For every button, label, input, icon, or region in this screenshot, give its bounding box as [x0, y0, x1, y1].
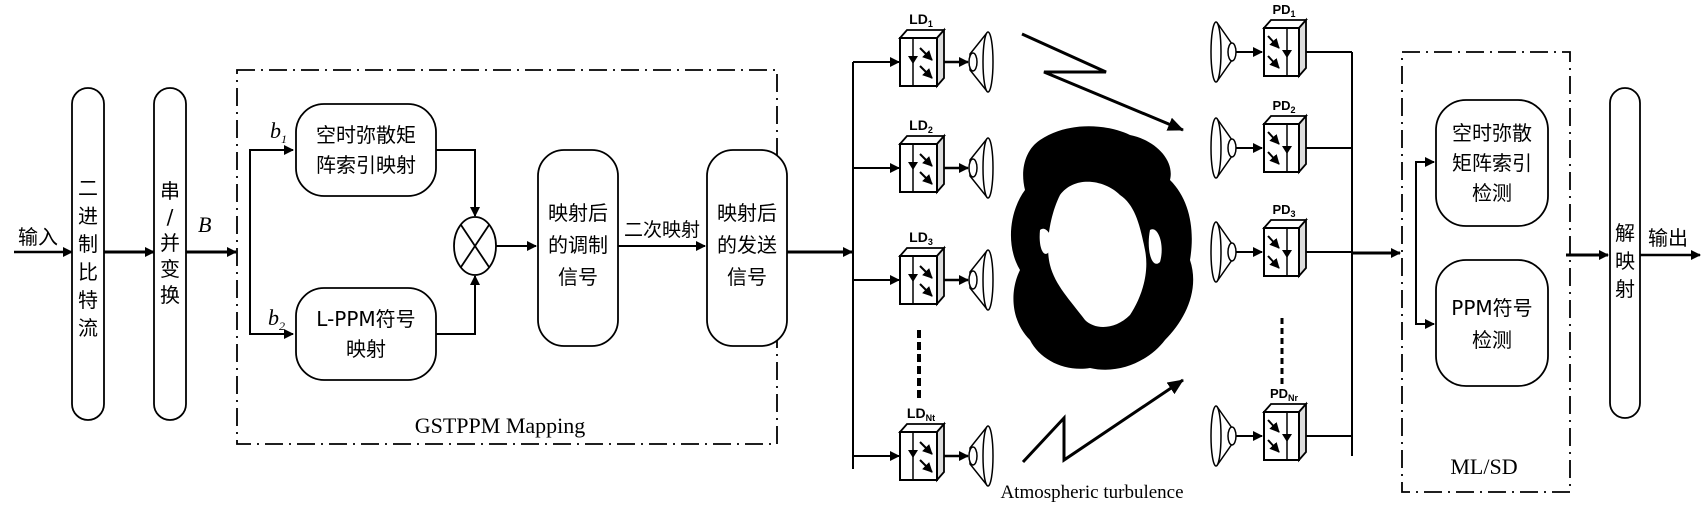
st-index-detection-block: 空时弥散 矩阵索引 检测 — [1435, 99, 1549, 227]
ld-label: LD1 — [909, 11, 933, 29]
signal-b2-label: b2 — [268, 305, 285, 333]
binary-stream-label: 二进制比特流 — [78, 176, 98, 340]
tx-lens-icon — [968, 31, 994, 93]
channel-label: Atmospheric turbulence — [1000, 482, 1183, 503]
binary-stream-block: 二进制比特流 — [71, 87, 105, 421]
photo-diode-1: PD1 — [1210, 2, 1352, 83]
atmospheric-turbulence-image — [1010, 126, 1194, 370]
pd-label: PDNr — [1270, 386, 1299, 403]
mapped-tx-line2: 的发送 — [717, 233, 777, 257]
rx-lens-icon — [1210, 221, 1237, 283]
arrow-ppm-to-mult — [436, 275, 480, 335]
ld-label: LD3 — [909, 229, 933, 247]
photo-diode-4: PDNr — [1210, 386, 1352, 467]
ml-sd-group — [1401, 51, 1571, 493]
st-index-mapping-block: 空时弥散矩 阵索引映射 — [295, 103, 437, 197]
ppm-mapping-block: L-PPM符号 映射 — [295, 287, 437, 381]
ppm-map-line1: L-PPM符号 — [316, 307, 415, 331]
sp-convert-label: 串/并变换 — [160, 179, 180, 307]
branch-b2 — [249, 252, 294, 339]
tx-lens-icon — [968, 249, 994, 311]
gstppm-mapping-label: GSTPPM Mapping — [415, 413, 586, 438]
multiplier-icon — [453, 216, 497, 276]
pd-label: PD2 — [1272, 98, 1295, 115]
pd-label: PD3 — [1272, 202, 1295, 219]
mapped-mod-signal-block: 映射后 的调制 信号 — [537, 149, 619, 347]
laser-diode-3: LD3 — [853, 229, 994, 311]
ppm-detection-block: PPM符号 检测 — [1435, 259, 1549, 387]
mapped-tx-line1: 映射后 — [717, 201, 777, 225]
signal-b1-label: b1 — [270, 118, 287, 146]
ld-label: LDNt — [907, 405, 935, 423]
demap-label: 解映射 — [1615, 221, 1635, 301]
input-label: 输入 — [18, 225, 58, 249]
ld-label: LD2 — [909, 117, 933, 135]
rx-lens-icon — [1210, 21, 1237, 83]
mapped-mod-line2: 的调制 — [548, 233, 608, 257]
mapped-mod-line3: 信号 — [558, 265, 598, 289]
laser-diode-4: LDNt — [853, 405, 994, 487]
st-det-line3: 检测 — [1472, 181, 1512, 205]
st-det-line1: 空时弥散 — [1452, 121, 1532, 145]
mapped-tx-line3: 信号 — [727, 265, 767, 289]
beam-arrow-top — [1021, 32, 1184, 132]
st-det-line2: 矩阵索引 — [1452, 151, 1532, 175]
laser-diode-1: LD1 — [853, 11, 994, 93]
arrow-to-ppm-det — [1415, 253, 1435, 329]
branch-b1 — [249, 145, 294, 252]
beam-arrow-bottom — [1021, 378, 1184, 464]
laser-diode-2: LD2 — [853, 117, 994, 199]
ppm-det-line1: PPM符号 — [1451, 296, 1532, 320]
tx-lens-icon — [968, 137, 994, 199]
signal-B-label: B — [198, 212, 211, 237]
mapped-tx-signal-block: 映射后 的发送 信号 — [706, 149, 788, 347]
output-label: 输出 — [1648, 226, 1688, 250]
ml-sd-label: ML/SD — [1450, 454, 1517, 479]
st-index-map-line2: 阵索引映射 — [316, 153, 416, 177]
rx-lens-icon — [1210, 117, 1237, 179]
rx-lens-icon — [1210, 405, 1237, 467]
arrow-st-to-mult — [436, 149, 480, 217]
photo-diode-3: PD3 — [1210, 202, 1352, 283]
tx-lens-icon — [968, 425, 994, 487]
ppm-det-line2: 检测 — [1472, 328, 1512, 352]
sp-convert-block: 串/并变换 — [153, 87, 187, 421]
ppm-map-line2: 映射 — [346, 337, 386, 361]
gstppm-mapping-group — [236, 69, 778, 445]
second-mapping-label: 二次映射 — [624, 219, 700, 241]
demap-block: 解映射 — [1609, 87, 1641, 419]
mapped-mod-line1: 映射后 — [548, 201, 608, 225]
photo-diode-2: PD2 — [1210, 98, 1352, 179]
arrow-to-st-det — [1415, 157, 1435, 253]
pd-label: PD1 — [1272, 2, 1295, 19]
st-index-map-line1: 空时弥散矩 — [316, 123, 416, 147]
